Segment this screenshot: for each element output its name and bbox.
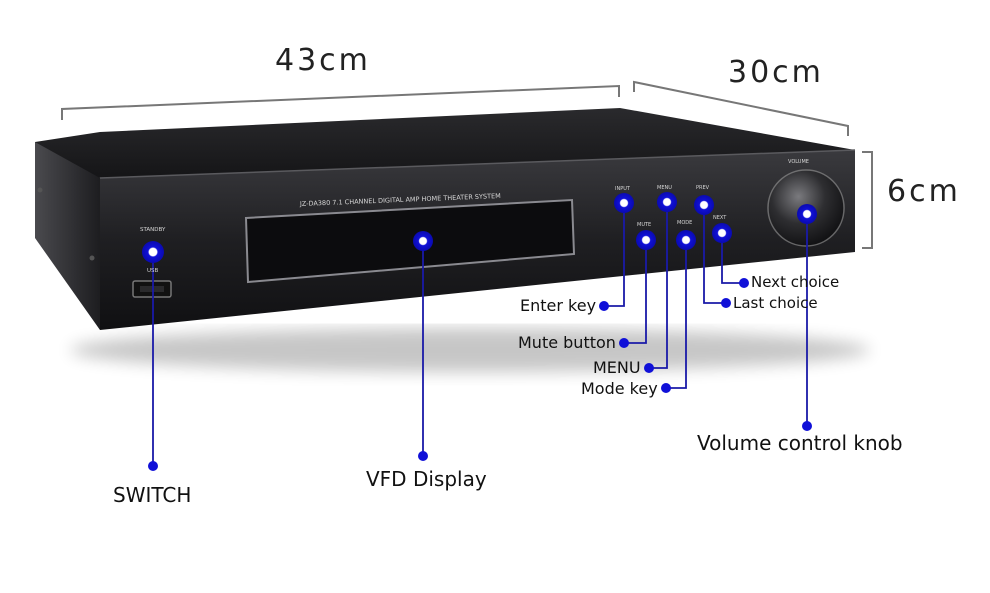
depth-dimension-line xyxy=(633,80,849,136)
mode-key-label: Mode key xyxy=(581,379,658,398)
mode-marker xyxy=(676,230,696,250)
mute-button-label: Mute button xyxy=(518,333,616,352)
menu-label: MENU xyxy=(593,358,641,377)
panel-mode-label: MODE xyxy=(677,220,692,226)
last-choice-label: Last choice xyxy=(733,294,818,312)
height-label: 6cm xyxy=(887,174,961,209)
panel-usb-label: USB xyxy=(147,268,159,274)
mute-marker xyxy=(636,230,656,250)
panel-prev-label: PREV xyxy=(696,185,710,191)
vfd-display-label: VFD Display xyxy=(366,467,487,491)
marker-dots xyxy=(142,192,817,471)
panel-input-label: INPUT xyxy=(615,186,631,192)
switch-label: SWITCH xyxy=(113,483,192,507)
last-choice-marker xyxy=(694,195,714,215)
volume-marker xyxy=(797,204,817,224)
vfd-marker xyxy=(413,231,433,251)
next-choice-label: Next choice xyxy=(751,273,840,291)
enter-key-label: Enter key xyxy=(520,296,597,315)
panel-volume-label: VOLUME xyxy=(788,159,809,165)
volume-knob-label: Volume control knob xyxy=(697,431,903,455)
panel-menu-label: MENU xyxy=(657,185,672,191)
next-choice-marker xyxy=(712,223,732,243)
height-dimension-line xyxy=(862,151,873,249)
vfd-display-window xyxy=(244,198,576,284)
panel-standby-label: STANDBY xyxy=(140,227,166,233)
width-dimension-line xyxy=(61,84,620,120)
panel-mute-label: MUTE xyxy=(637,222,651,228)
menu-marker xyxy=(657,192,677,212)
usb-port xyxy=(132,280,172,298)
enter-key-marker xyxy=(614,193,634,213)
switch-marker xyxy=(142,241,164,263)
panel-next-label: NEXT xyxy=(713,215,727,221)
depth-label: 30cm xyxy=(728,55,824,90)
width-label: 43cm xyxy=(275,43,371,78)
callout-lines xyxy=(152,202,808,466)
